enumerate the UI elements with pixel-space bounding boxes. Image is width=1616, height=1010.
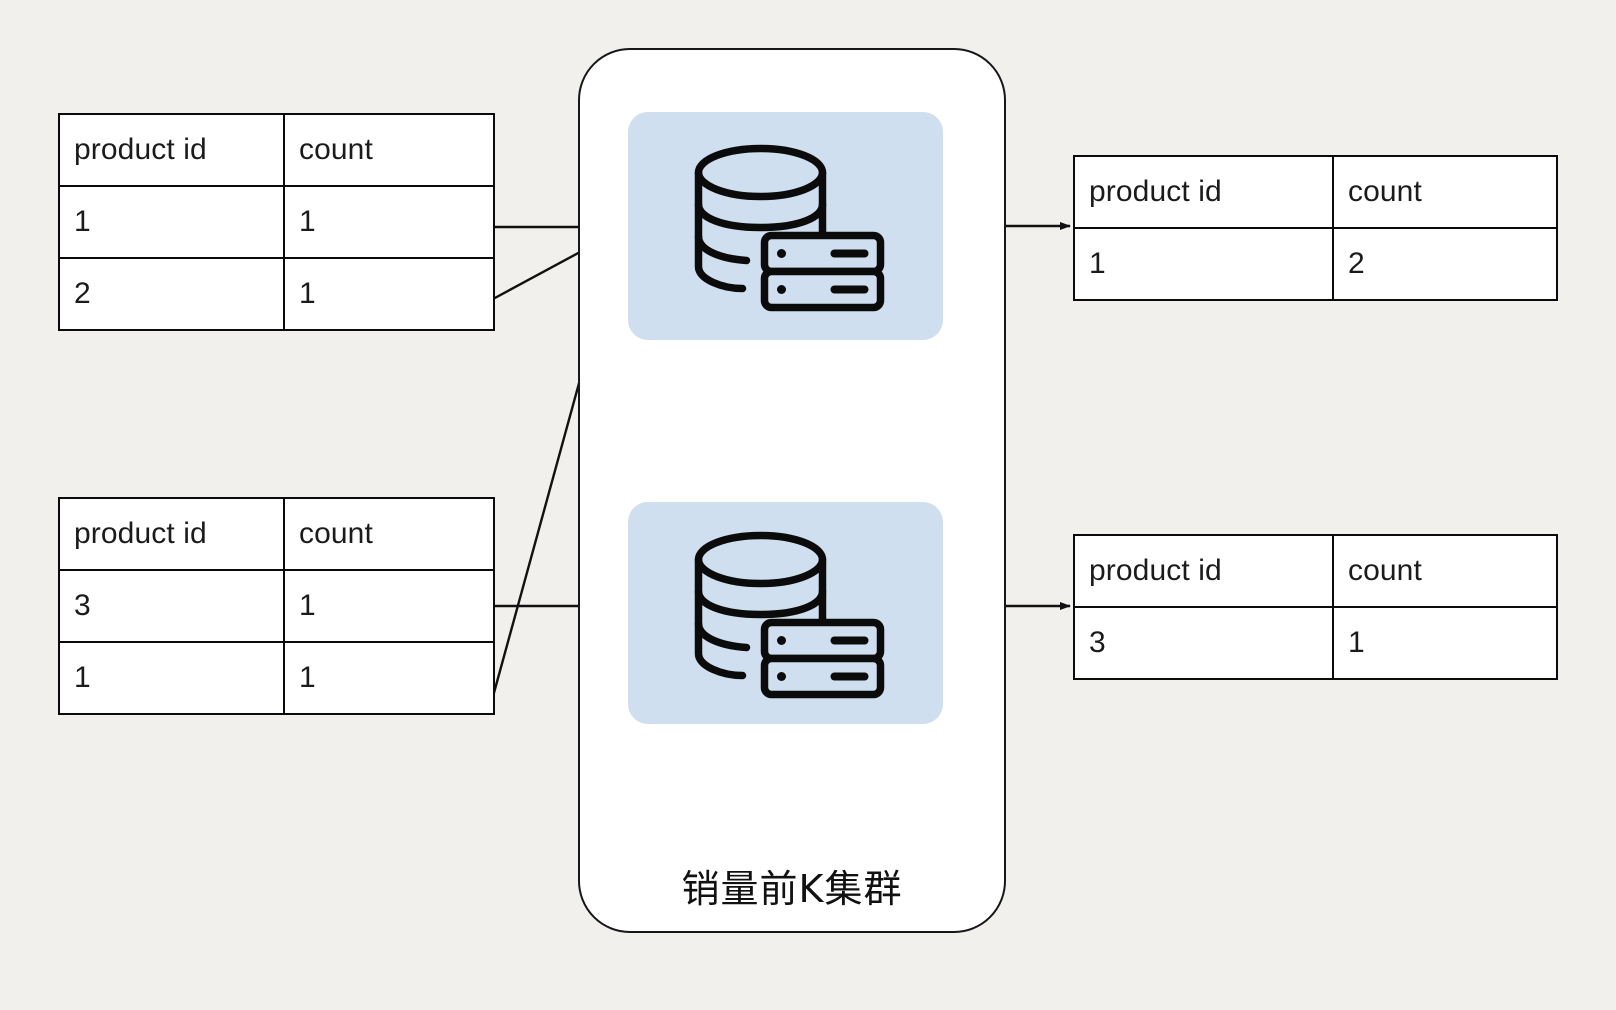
cell-product-id: 3 bbox=[58, 569, 285, 643]
cell-product-id: 1 bbox=[58, 641, 285, 715]
cell-count: 1 bbox=[283, 569, 495, 643]
table-row: 1 2 bbox=[1073, 227, 1558, 301]
database-server-icon bbox=[694, 531, 884, 699]
table-row: 1 1 bbox=[58, 185, 495, 259]
shard-node-1[interactable] bbox=[628, 112, 943, 340]
cell-product-id: 1 bbox=[58, 185, 285, 259]
database-server-icon bbox=[694, 144, 884, 312]
column-header-count: count bbox=[1332, 155, 1558, 229]
table-row: 1 1 bbox=[58, 641, 495, 715]
cell-product-id: 2 bbox=[58, 257, 285, 331]
column-header-count: count bbox=[283, 497, 495, 571]
input-table-b: product id count 3 1 1 1 bbox=[58, 497, 495, 715]
cell-count: 1 bbox=[283, 185, 495, 259]
cell-count: 1 bbox=[283, 257, 495, 331]
cell-count: 1 bbox=[1332, 606, 1558, 680]
column-header-product-id: product id bbox=[58, 113, 285, 187]
output-table-a: product id count 1 2 bbox=[1073, 155, 1558, 301]
cell-product-id: 1 bbox=[1073, 227, 1334, 301]
column-header-product-id: product id bbox=[1073, 534, 1334, 608]
table-row: 3 1 bbox=[1073, 606, 1558, 680]
table-header-row: product id count bbox=[1073, 534, 1558, 608]
column-header-product-id: product id bbox=[58, 497, 285, 571]
table-row: 3 1 bbox=[58, 569, 495, 643]
table-header-row: product id count bbox=[58, 113, 495, 187]
cell-count: 1 bbox=[283, 641, 495, 715]
input-table-a: product id count 1 1 2 1 bbox=[58, 113, 495, 331]
table-row: 2 1 bbox=[58, 257, 495, 331]
shard-node-2[interactable] bbox=[628, 502, 943, 724]
cluster-label: 销量前K集群 bbox=[681, 867, 903, 911]
table-header-row: product id count bbox=[1073, 155, 1558, 229]
cell-product-id: 3 bbox=[1073, 606, 1334, 680]
cell-count: 2 bbox=[1332, 227, 1558, 301]
column-header-count: count bbox=[1332, 534, 1558, 608]
output-table-b: product id count 3 1 bbox=[1073, 534, 1558, 680]
column-header-product-id: product id bbox=[1073, 155, 1334, 229]
table-header-row: product id count bbox=[58, 497, 495, 571]
column-header-count: count bbox=[283, 113, 495, 187]
